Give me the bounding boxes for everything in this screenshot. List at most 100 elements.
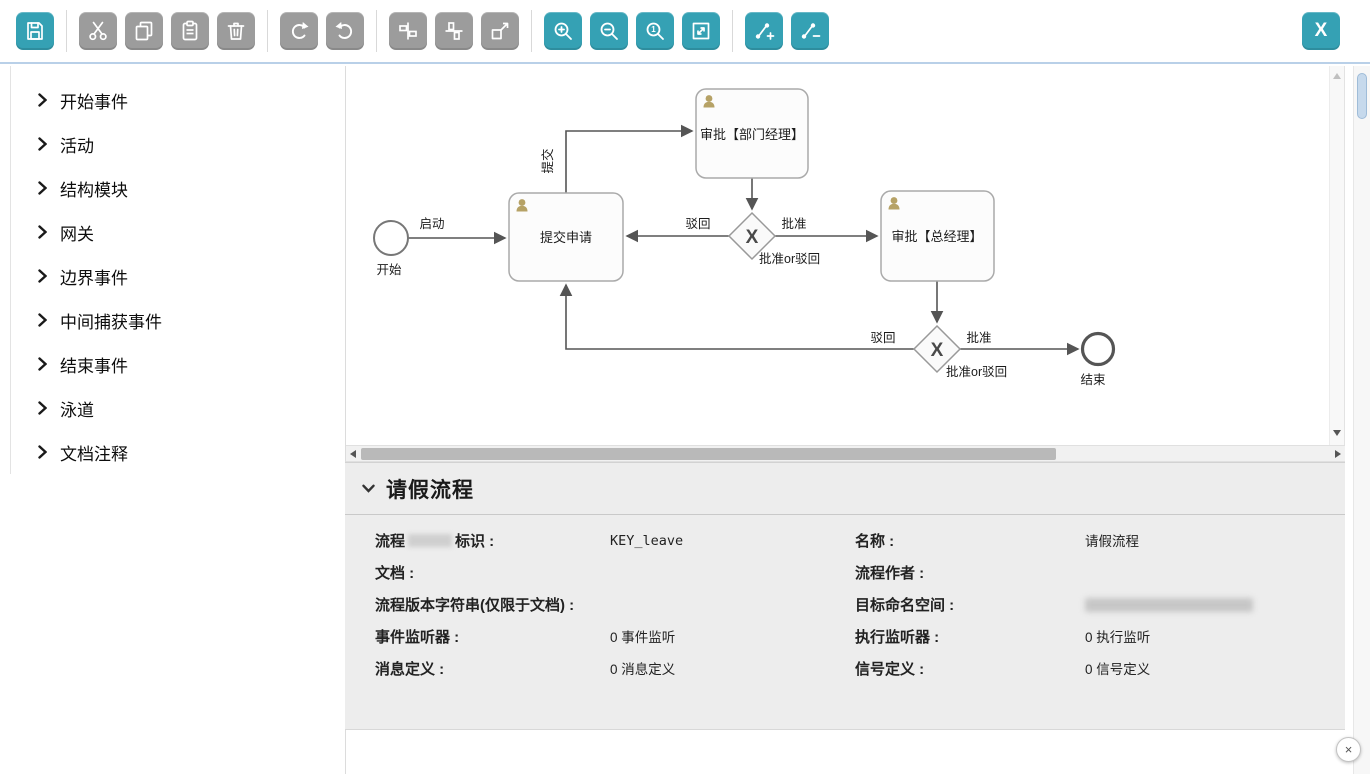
zoom-out-button[interactable] xyxy=(590,12,628,50)
palette-item-label: 中间捕获事件 xyxy=(60,312,162,332)
exclusive-gateway-1-node[interactable]: X 批准or驳回 xyxy=(727,211,820,266)
undo-button[interactable] xyxy=(326,12,364,50)
window-vertical-scrollbar[interactable] xyxy=(1353,66,1370,774)
chevron-right-icon xyxy=(38,445,47,459)
add-connection-button[interactable] xyxy=(745,12,783,50)
end-event-label: 结束 xyxy=(1080,373,1106,387)
close-designer-button[interactable]: X xyxy=(1302,12,1340,50)
task-dept-manager-node[interactable]: 审批【部门经理】 xyxy=(695,88,809,179)
property-row-event-listeners: 事件监听器 : 0 事件监听 xyxy=(375,627,855,648)
palette-item-label: 泳道 xyxy=(60,400,94,420)
exclusive-gateway-2-node[interactable]: X 批准or驳回 xyxy=(912,324,1007,379)
toolbar-group-zoom: 1 xyxy=(544,12,720,50)
save-button[interactable] xyxy=(16,12,54,50)
task-general-manager-label: 审批【总经理】 xyxy=(891,229,982,244)
user-task-icon xyxy=(516,199,528,212)
bpmn-diagram: 启动 提交 驳回 批准 驳回 批准 开始 提交申请 xyxy=(373,88,1116,388)
property-label: 消息定义 : xyxy=(375,661,445,678)
save-icon xyxy=(27,22,43,40)
scroll-right-icon[interactable] xyxy=(1335,450,1341,458)
align-vertical-button[interactable] xyxy=(389,12,427,50)
palette-item-structural[interactable]: 结构模块 xyxy=(38,166,345,210)
chevron-right-icon xyxy=(38,313,47,327)
canvas-horizontal-scrollbar[interactable] xyxy=(346,445,1345,462)
chevron-down-icon xyxy=(362,484,375,493)
toolbar-group-align xyxy=(389,12,519,50)
diagram-canvas[interactable]: 启动 提交 驳回 批准 驳回 批准 开始 提交申请 xyxy=(346,66,1345,445)
palette-item-gateways[interactable]: 网关 xyxy=(38,210,345,254)
cut-button[interactable] xyxy=(79,12,117,50)
paste-icon xyxy=(182,20,198,41)
redacted-text xyxy=(408,534,453,547)
resize-button[interactable] xyxy=(481,12,519,50)
redacted-value xyxy=(1085,598,1253,612)
palette-item-label: 网关 xyxy=(60,224,94,244)
palette-item-annotation[interactable]: 文档注释 xyxy=(38,430,345,474)
start-event-node[interactable]: 开始 xyxy=(373,220,409,277)
palette-item-start-events[interactable]: 开始事件 xyxy=(38,78,345,122)
gateway-x-symbol: X xyxy=(746,227,759,248)
horizontal-scroll-thumb[interactable] xyxy=(361,448,1056,460)
properties-left-column: 流程标识 : KEY_leave 文档 : 流程版本字符串(仅限于文档) : 事… xyxy=(375,531,855,691)
property-row-documentation: 文档 : xyxy=(375,563,855,584)
property-label: 流程标识 : xyxy=(375,533,495,550)
align-vertical-icon xyxy=(399,22,417,40)
task-general-manager-node[interactable]: 审批【总经理】 xyxy=(880,190,995,282)
property-row-version-string: 流程版本字符串(仅限于文档) : xyxy=(375,595,855,616)
property-row-signal-definitions: 信号定义 : 0 信号定义 xyxy=(855,659,1325,680)
toolbar-group-connection xyxy=(745,12,829,50)
property-label: 目标命名空间 : xyxy=(855,597,955,614)
zoom-actual-button[interactable]: 1 xyxy=(636,12,674,50)
edge-label-reject-1: 驳回 xyxy=(685,217,710,231)
properties-grid: 流程标识 : KEY_leave 文档 : 流程版本字符串(仅限于文档) : 事… xyxy=(345,515,1345,691)
property-row-message-definitions: 消息定义 : 0 消息定义 xyxy=(375,659,855,680)
remove-connection-icon xyxy=(801,23,821,39)
palette-item-swimlanes[interactable]: 泳道 xyxy=(38,386,345,430)
properties-panel-header[interactable]: 请假流程 xyxy=(345,463,1345,515)
window-close-button[interactable]: × xyxy=(1336,737,1361,762)
properties-right-column: 名称 : 请假流程 流程作者 : 目标命名空间 : 执行监听器 : 0 执行监听… xyxy=(855,531,1325,691)
scissors-icon xyxy=(89,21,107,41)
delete-button[interactable] xyxy=(217,12,255,50)
palette-item-end-events[interactable]: 结束事件 xyxy=(38,342,345,386)
redo-button[interactable] xyxy=(280,12,318,50)
toolbar-group-history xyxy=(280,12,364,50)
property-label: 事件监听器 : xyxy=(375,629,460,646)
copy-button[interactable] xyxy=(125,12,163,50)
chevron-right-icon xyxy=(38,401,47,415)
svg-text:1: 1 xyxy=(651,25,656,34)
scroll-up-icon[interactable] xyxy=(1333,73,1341,79)
property-row-name: 名称 : 请假流程 xyxy=(855,531,1325,552)
zoom-fit-button[interactable] xyxy=(682,12,720,50)
palette-item-label: 文档注释 xyxy=(60,444,128,464)
edge-label-submit: 提交 xyxy=(540,148,555,173)
property-label: 名称 : xyxy=(855,533,895,550)
remove-connection-button[interactable] xyxy=(791,12,829,50)
canvas-vertical-scrollbar[interactable] xyxy=(1329,66,1344,445)
scroll-down-icon[interactable] xyxy=(1333,430,1341,436)
zoom-actual-icon: 1 xyxy=(646,22,664,40)
end-event-node[interactable]: 结束 xyxy=(1080,331,1116,388)
align-horizontal-button[interactable] xyxy=(435,12,473,50)
palette-item-boundary-events[interactable]: 边界事件 xyxy=(38,254,345,298)
zoom-in-button[interactable] xyxy=(544,12,582,50)
toolbar-group-edit xyxy=(79,12,255,50)
palette-item-activities[interactable]: 活动 xyxy=(38,122,345,166)
scroll-left-icon[interactable] xyxy=(350,450,356,458)
flow-gateway2-reject[interactable] xyxy=(559,283,914,350)
flow-submit-to-dept-manager[interactable] xyxy=(565,124,694,193)
palette-item-label: 开始事件 xyxy=(60,92,128,112)
property-value: 0 执行监听 xyxy=(1085,630,1151,645)
toolbar-separator xyxy=(267,10,268,52)
property-value xyxy=(1085,595,1253,616)
property-value: 0 信号定义 xyxy=(1085,662,1151,677)
palette-item-label: 结束事件 xyxy=(60,356,128,376)
palette-item-intermediate-catching-events[interactable]: 中间捕获事件 xyxy=(38,298,345,342)
chevron-right-icon xyxy=(38,357,47,371)
redo-icon xyxy=(291,22,309,39)
paste-button[interactable] xyxy=(171,12,209,50)
chevron-right-icon xyxy=(38,181,47,195)
palette-item-label: 活动 xyxy=(60,136,94,156)
window-scroll-thumb[interactable] xyxy=(1357,73,1367,119)
task-submit-node[interactable]: 提交申请 xyxy=(508,192,624,282)
